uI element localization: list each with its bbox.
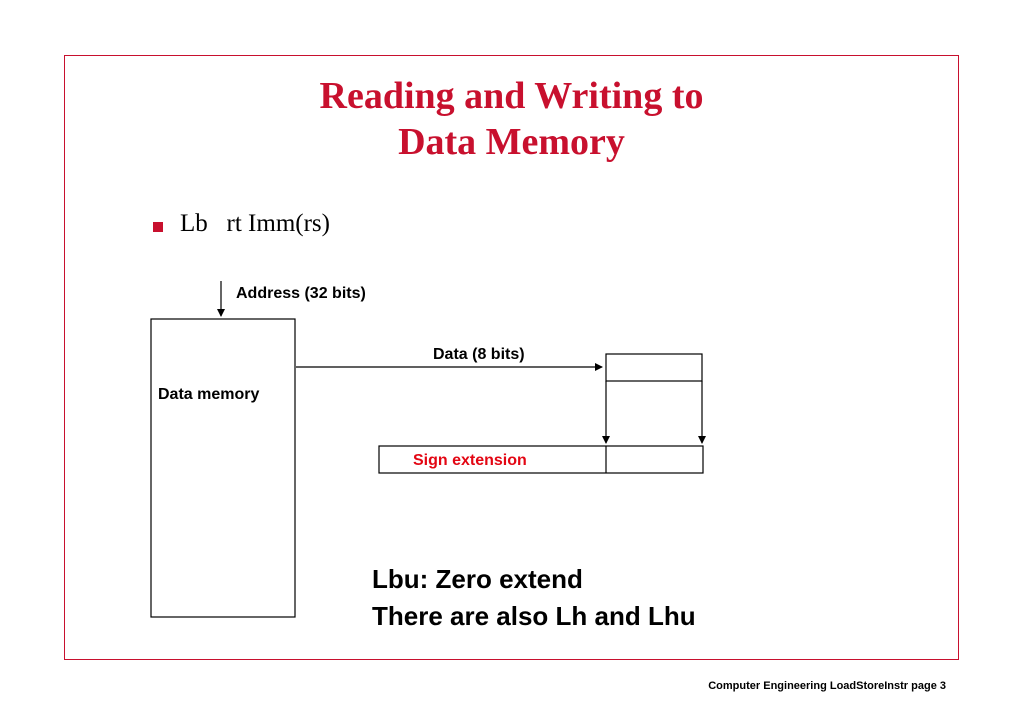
bullet-text: Lb rt Imm(rs) [180,210,330,237]
title-line-1: Reading and Writing to [319,75,704,117]
title-line-2: Data Memory [398,121,625,163]
bullet-square-icon [153,222,163,232]
data-bits-label: Data (8 bits) [433,346,525,363]
slide-title: Reading and Writing to Data Memory [64,73,959,165]
data-memory-box [150,318,296,618]
slide-frame [64,55,959,660]
data-memory-label: Data memory [158,386,260,403]
slide-footer: Computer Engineering LoadStoreInstr page… [708,680,946,692]
sign-extension-label: Sign extension [413,452,527,469]
address-label: Address (32 bits) [236,285,366,302]
result-register-box [378,445,704,474]
note-line-1: Lbu: Zero extend [372,564,583,594]
note-line-2: There are also Lh and Lhu [372,601,696,631]
byte-register-box [605,353,703,382]
